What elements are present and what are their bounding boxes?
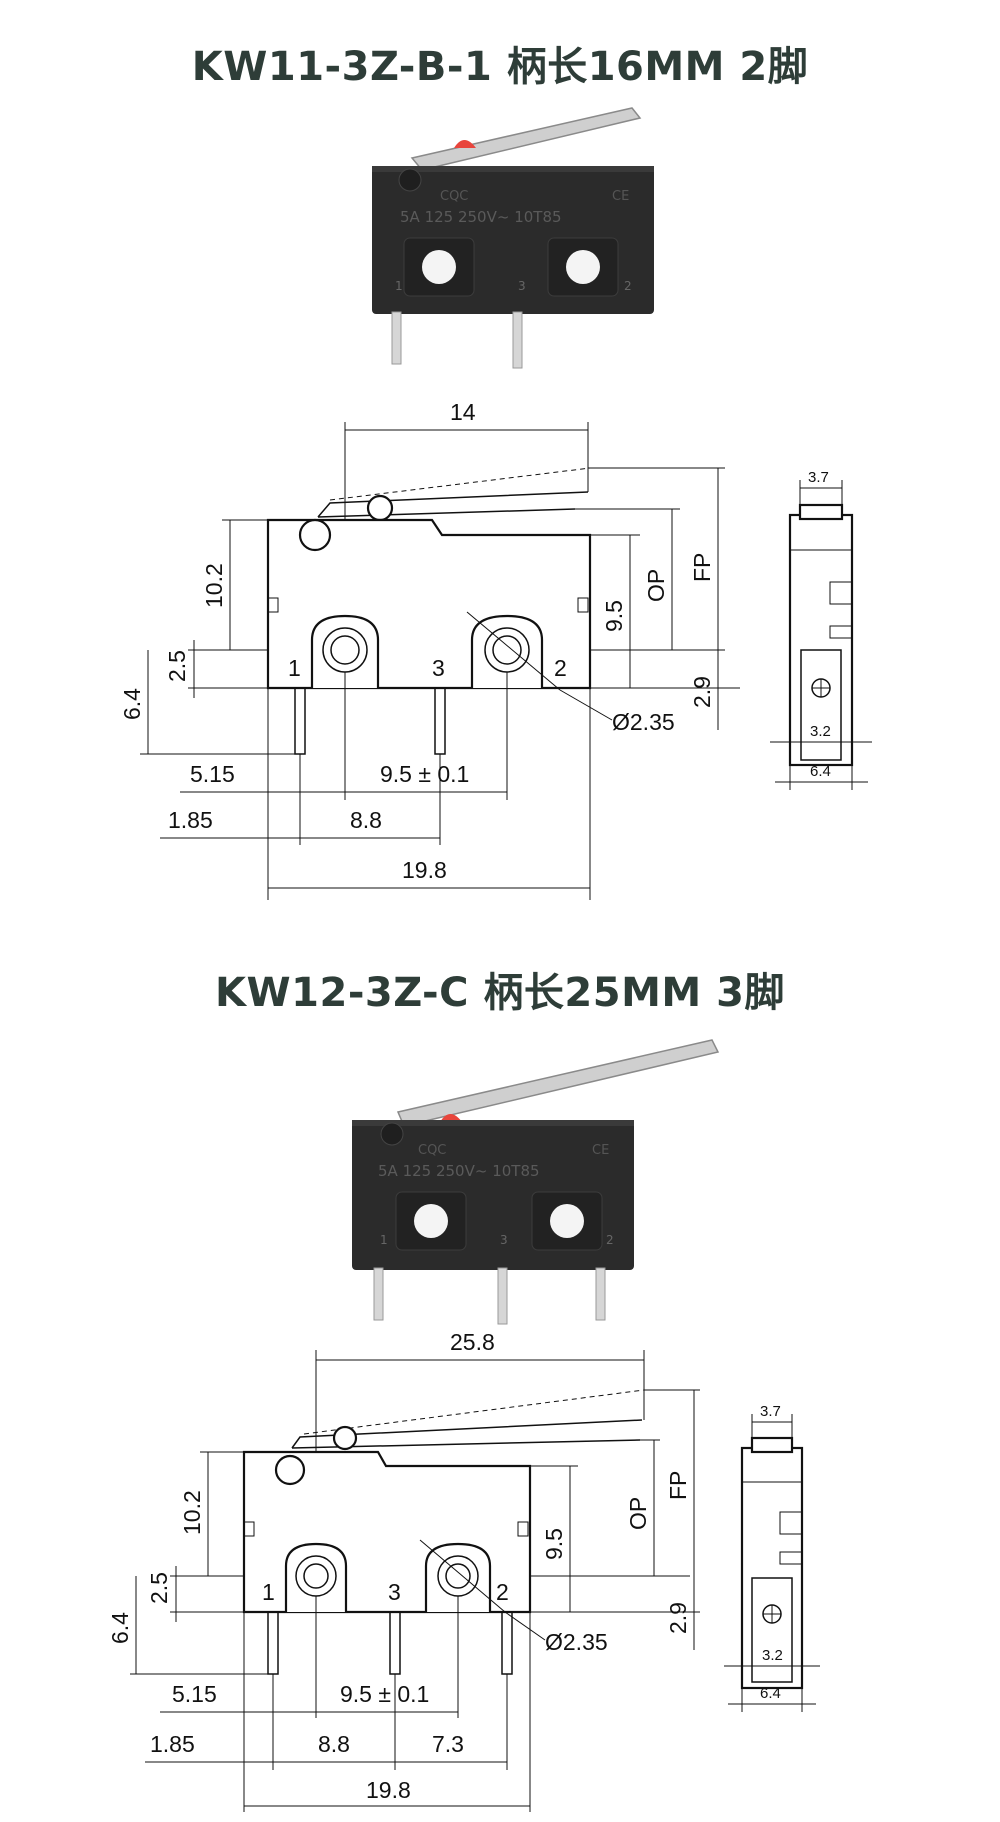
dimension-drawing-kw12: 1 3 2 25.8 10.2 2.5 6.4 9.5 OP FP 2.9 Ø2… (107, 1329, 820, 1812)
svg-text:2.9: 2.9 (665, 1602, 691, 1634)
svg-text:1.85: 1.85 (168, 807, 213, 833)
svg-text:14: 14 (450, 399, 476, 425)
svg-text:25.8: 25.8 (450, 1329, 495, 1355)
svg-text:CQC: CQC (418, 1143, 446, 1158)
svg-text:2: 2 (624, 279, 632, 293)
svg-text:2.9: 2.9 (689, 676, 715, 708)
svg-text:3.7: 3.7 (760, 1403, 781, 1420)
svg-text:5A 125 250V~ 10T85: 5A 125 250V~ 10T85 (378, 1162, 540, 1180)
svg-text:3.2: 3.2 (810, 723, 831, 740)
hole-diameter-label: Ø2.35 (545, 1629, 608, 1655)
switch-photo-kw11: CQC CE 5A 125 250V~ 10T85 1 3 2 (372, 107, 654, 369)
svg-text:9.5: 9.5 (541, 1528, 567, 1560)
svg-text:6.4: 6.4 (107, 1612, 133, 1644)
svg-text:5.15: 5.15 (190, 761, 235, 787)
svg-text:3: 3 (518, 279, 526, 293)
svg-text:2.5: 2.5 (164, 650, 190, 682)
svg-text:OP: OP (643, 569, 669, 602)
svg-text:1: 1 (395, 279, 403, 293)
svg-text:OP: OP (625, 1497, 651, 1530)
pin-label: 3 (432, 655, 445, 681)
pin-label: 1 (288, 655, 301, 681)
svg-text:19.8: 19.8 (366, 1777, 411, 1803)
section-title-kw11: KW11-3Z-B-1 柄长16MM 2脚 (191, 44, 809, 90)
svg-text:8.8: 8.8 (350, 807, 382, 833)
svg-text:CQC: CQC (440, 189, 468, 204)
svg-text:FP: FP (665, 1471, 691, 1500)
switch-photo-kw12: CQC CE 5A 125 250V~ 10T85 1 3 2 (352, 1039, 720, 1325)
svg-text:8.8: 8.8 (318, 1731, 350, 1757)
svg-text:7.3: 7.3 (432, 1731, 464, 1757)
svg-text:1: 1 (380, 1233, 388, 1247)
svg-text:CE: CE (592, 1143, 609, 1158)
svg-text:6.4: 6.4 (119, 688, 145, 720)
svg-text:CE: CE (612, 189, 629, 204)
svg-text:10.2: 10.2 (179, 1490, 205, 1535)
svg-text:10.2: 10.2 (201, 563, 227, 608)
svg-text:19.8: 19.8 (402, 857, 447, 883)
dimension-drawing-kw11: 1 3 2 14 10.2 2.5 6.4 9.5 OP FP 2.9 Ø2.3… (119, 399, 872, 900)
pin-label: 2 (496, 1579, 509, 1605)
markings-text: CQC CE 5A 125 250V~ 10T85 (378, 1143, 609, 1180)
svg-text:2: 2 (606, 1233, 614, 1247)
svg-text:1.85: 1.85 (150, 1731, 195, 1757)
pin-label: 2 (554, 655, 567, 681)
svg-text:6.4: 6.4 (810, 763, 831, 780)
svg-text:9.5: 9.5 (601, 600, 627, 632)
svg-text:3.2: 3.2 (762, 1647, 783, 1664)
hole-diameter-label: Ø2.35 (612, 709, 675, 735)
svg-text:6.4: 6.4 (760, 1685, 781, 1702)
pin-label: 1 (262, 1579, 275, 1605)
svg-text:FP: FP (689, 553, 715, 582)
markings-text: CQC CE 5A 125 250V~ 10T85 (400, 189, 629, 226)
section-title-kw12: KW12-3Z-C 柄长25MM 3脚 (215, 970, 785, 1016)
svg-text:5.15: 5.15 (172, 1681, 217, 1707)
svg-text:3: 3 (500, 1233, 508, 1247)
svg-text:9.5 ± 0.1: 9.5 ± 0.1 (380, 761, 469, 787)
svg-text:5A 125 250V~ 10T85: 5A 125 250V~ 10T85 (400, 208, 562, 226)
svg-text:9.5 ± 0.1: 9.5 ± 0.1 (340, 1681, 429, 1707)
actuator-button-icon (454, 140, 476, 148)
svg-text:3.7: 3.7 (808, 469, 829, 486)
pin-label: 3 (388, 1579, 401, 1605)
svg-text:2.5: 2.5 (146, 1572, 172, 1604)
